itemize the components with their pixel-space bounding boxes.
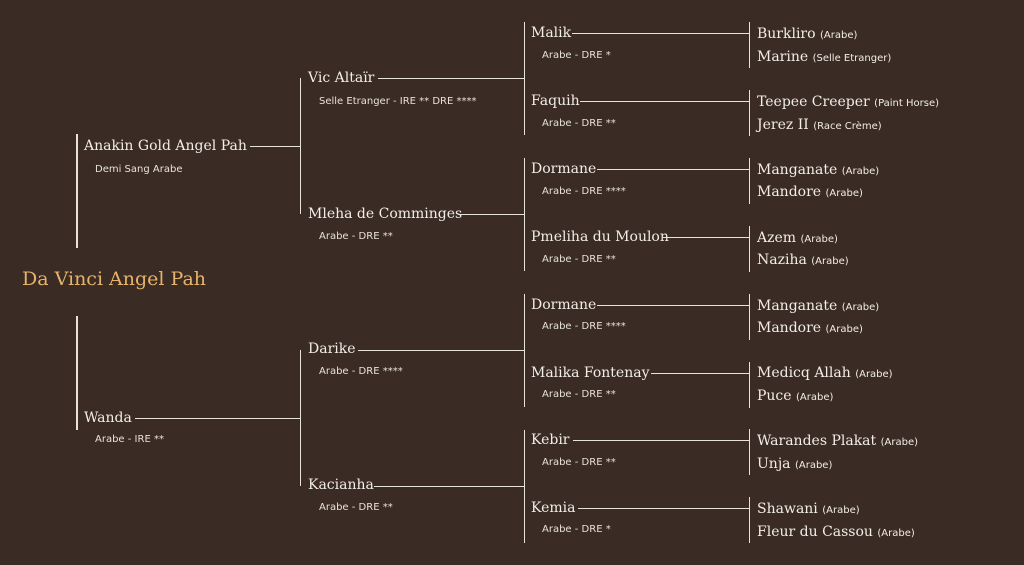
horse-name-sdsd: Mandore (Arabe) bbox=[757, 184, 863, 200]
pedigree-line bbox=[749, 497, 750, 543]
pedigree-line bbox=[76, 134, 78, 248]
horse-name-dss: Dormane bbox=[531, 297, 597, 313]
horse-desc-dss: Arabe - DRE **** bbox=[542, 321, 626, 332]
horse-name-ddds: Shawani (Arabe) bbox=[757, 501, 860, 517]
pedigree-line bbox=[524, 22, 525, 135]
pedigree-line bbox=[300, 350, 301, 486]
pedigree-line bbox=[651, 373, 749, 374]
horse-desc-sire: Demi Sang Arabe bbox=[95, 164, 183, 175]
pedigree-line bbox=[135, 418, 300, 419]
horse-name-sd: Mleha de Comminges bbox=[308, 206, 463, 222]
pedigree-line bbox=[250, 146, 300, 147]
horse-desc-ssd: Arabe - DRE ** bbox=[542, 118, 616, 129]
horse-desc-dd: Arabe - DRE ** bbox=[319, 502, 393, 513]
pedigree-line bbox=[749, 226, 750, 272]
horse-name-dd: Kacianha bbox=[308, 477, 374, 493]
horse-name-dsss: Manganate (Arabe) bbox=[757, 298, 880, 314]
pedigree-line bbox=[524, 158, 525, 271]
horse-name-ddd: Kemia bbox=[531, 500, 576, 516]
horse-name-ddss: Warandes Plakat (Arabe) bbox=[757, 433, 919, 449]
horse-name-dssd: Mandore (Arabe) bbox=[757, 320, 863, 336]
horse-desc-dds: Arabe - DRE ** bbox=[542, 457, 616, 468]
horse-desc-dam: Arabe - IRE ** bbox=[95, 434, 164, 445]
horse-name-ssd: Faquih bbox=[531, 93, 580, 109]
horse-desc-sss: Arabe - DRE * bbox=[542, 50, 611, 61]
horse-name-sss: Malik bbox=[531, 25, 572, 41]
horse-name-ssdd: Jerez II (Race Crème) bbox=[757, 117, 882, 133]
horse-name-sddd: Naziha (Arabe) bbox=[757, 252, 849, 268]
pedigree-line bbox=[580, 101, 749, 102]
pedigree-line bbox=[378, 78, 524, 79]
pedigree-line bbox=[749, 429, 750, 475]
pedigree-line bbox=[663, 237, 749, 238]
pedigree-line bbox=[749, 294, 750, 340]
horse-name-dddd: Fleur du Cassou (Arabe) bbox=[757, 524, 915, 540]
horse-name-dsds: Medicq Allah (Arabe) bbox=[757, 365, 893, 381]
horse-name-ddsd: Unja (Arabe) bbox=[757, 456, 833, 472]
horse-desc-ss: Selle Etranger - IRE ** DRE **** bbox=[319, 96, 477, 107]
pedigree-line bbox=[524, 430, 525, 543]
horse-name-sssd: Marine (Selle Etranger) bbox=[757, 49, 892, 65]
horse-name-sdd: Pmeliha du Moulon bbox=[531, 229, 669, 245]
pedigree-line bbox=[358, 350, 524, 351]
pedigree-line bbox=[597, 169, 749, 170]
horse-name-sdds: Azem (Arabe) bbox=[757, 230, 838, 246]
pedigree-line bbox=[573, 440, 749, 441]
pedigree-line bbox=[749, 90, 750, 136]
pedigree-line bbox=[76, 316, 78, 430]
horse-name-root: Da Vinci Angel Pah bbox=[22, 268, 207, 290]
horse-name-dds: Kebir bbox=[531, 432, 570, 448]
pedigree-line bbox=[572, 33, 749, 34]
horse-name-dsd: Malika Fontenay bbox=[531, 365, 650, 381]
horse-desc-sdd: Arabe - DRE ** bbox=[542, 254, 616, 265]
horse-name-ssss: Burkliro (Arabe) bbox=[757, 26, 858, 42]
pedigree-line bbox=[300, 78, 301, 214]
horse-name-ss: Vic Altaïr bbox=[308, 70, 375, 86]
horse-name-sds: Dormane bbox=[531, 161, 597, 177]
horse-name-sire: Anakin Gold Angel Pah bbox=[84, 138, 247, 154]
horse-desc-sds: Arabe - DRE **** bbox=[542, 186, 626, 197]
pedigree-line bbox=[458, 214, 524, 215]
pedigree-line bbox=[374, 486, 524, 487]
pedigree-line bbox=[749, 22, 750, 68]
horse-desc-sd: Arabe - DRE ** bbox=[319, 231, 393, 242]
horse-name-ds: Darike bbox=[308, 341, 356, 357]
horse-name-ssds: Teepee Creeper (Paint Horse) bbox=[757, 94, 940, 110]
pedigree-line bbox=[578, 508, 749, 509]
horse-desc-ds: Arabe - DRE **** bbox=[319, 366, 403, 377]
horse-desc-dsd: Arabe - DRE ** bbox=[542, 389, 616, 400]
pedigree-line bbox=[749, 158, 750, 204]
pedigree-line bbox=[749, 362, 750, 408]
horse-name-dam: Wanda bbox=[84, 410, 132, 426]
horse-name-dsdd: Puce (Arabe) bbox=[757, 388, 834, 404]
horse-name-sdss: Manganate (Arabe) bbox=[757, 162, 880, 178]
horse-desc-ddd: Arabe - DRE * bbox=[542, 524, 611, 535]
pedigree-line bbox=[597, 305, 749, 306]
pedigree-line bbox=[524, 294, 525, 407]
